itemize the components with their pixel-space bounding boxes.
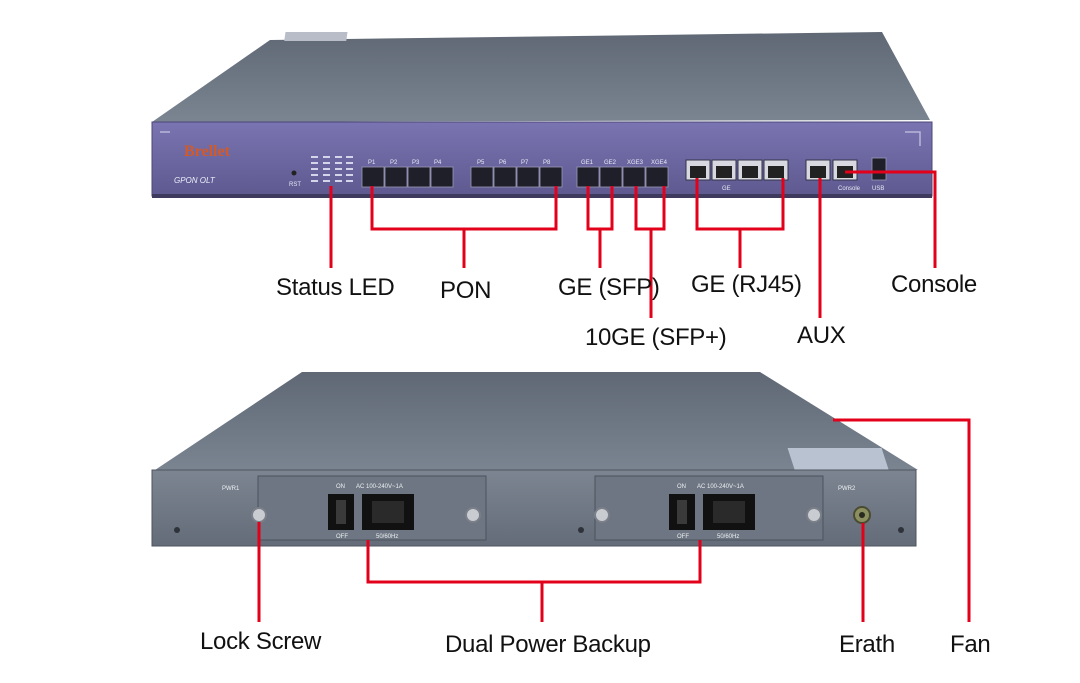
lock-screw[interactable] bbox=[465, 507, 481, 523]
callout-console: Console bbox=[891, 271, 977, 298]
pon-port-label: P5 bbox=[477, 160, 485, 166]
psu-module-2: ON OFF AC 100-240V~1A 50/60Hz bbox=[594, 475, 824, 541]
sfp-port-label: XGE4 bbox=[651, 160, 668, 166]
callout-aux: AUX bbox=[797, 322, 846, 349]
front-unit: Brellet GPON OLT RST P1 P2 P3 P4 P5 P6 P… bbox=[151, 32, 933, 198]
lock-screw[interactable] bbox=[806, 507, 822, 523]
frequency-label: 50/60Hz bbox=[376, 534, 398, 540]
sfp-port-label: GE1 bbox=[581, 160, 594, 166]
pon-port[interactable] bbox=[493, 166, 517, 188]
tenge-sfp-bracket bbox=[634, 186, 666, 318]
pwr2-label: PWR2 bbox=[838, 486, 856, 492]
callout-fan: Fan bbox=[950, 631, 991, 658]
rj45-label: GE bbox=[722, 186, 731, 192]
sfp-port-label: XGE3 bbox=[627, 160, 644, 166]
fan-line bbox=[833, 418, 971, 622]
ge-sfp-port[interactable] bbox=[576, 166, 600, 188]
reset-label: RST bbox=[289, 182, 301, 188]
pon-port-label: P6 bbox=[499, 160, 507, 166]
pon-port[interactable] bbox=[539, 166, 563, 188]
lock-screw[interactable] bbox=[251, 507, 267, 523]
pon-port-label: P8 bbox=[543, 160, 551, 166]
ge-sfp-bracket bbox=[586, 186, 614, 268]
pon-port[interactable] bbox=[470, 166, 494, 188]
pon-port-label: P2 bbox=[390, 160, 398, 166]
rear-unit: ON OFF AC 100-240V~1A 50/60Hz ON OFF AC … bbox=[151, 372, 918, 547]
brand-logo: Brellet bbox=[184, 143, 231, 160]
reset-button[interactable] bbox=[291, 170, 297, 176]
console-port-label: Console bbox=[838, 186, 861, 192]
pwr1-label: PWR1 bbox=[222, 486, 240, 492]
off-label: OFF bbox=[677, 534, 689, 540]
callout-dual-power: Dual Power Backup bbox=[445, 631, 651, 658]
front-chassis-top bbox=[152, 32, 930, 122]
off-label: OFF bbox=[336, 534, 348, 540]
rj45-ports bbox=[685, 159, 789, 181]
pon-bracket bbox=[370, 186, 558, 268]
rear-chassis-top bbox=[152, 372, 918, 472]
pon-port-label: P1 bbox=[368, 160, 376, 166]
model-name: GPON OLT bbox=[174, 176, 216, 185]
rating-label: AC 100-240V~1A bbox=[697, 484, 744, 490]
on-label: ON bbox=[677, 484, 686, 490]
dual-power-bracket bbox=[366, 540, 702, 622]
lock-screw[interactable] bbox=[594, 507, 610, 523]
sfp-ports bbox=[576, 166, 669, 188]
sfp-port-label: GE2 bbox=[604, 160, 617, 166]
console-line bbox=[845, 170, 937, 268]
callout-ge-sfp: GE (SFP) bbox=[558, 274, 660, 301]
pon-port[interactable] bbox=[430, 166, 454, 188]
status-led-panel bbox=[311, 156, 353, 182]
on-label: ON bbox=[336, 484, 345, 490]
pon-port-label: P7 bbox=[521, 160, 529, 166]
pon-ports bbox=[361, 166, 563, 188]
pon-port[interactable] bbox=[384, 166, 408, 188]
pon-port[interactable] bbox=[361, 166, 385, 188]
tenge-sfp-port[interactable] bbox=[622, 166, 646, 188]
callout-ge-rj45: GE (RJ45) bbox=[691, 271, 802, 298]
callout-lines bbox=[257, 170, 971, 622]
callout-erath: Erath bbox=[839, 631, 895, 658]
frequency-label: 50/60Hz bbox=[717, 534, 739, 540]
rear-label-sticker bbox=[787, 448, 889, 470]
psu-module-1: ON OFF AC 100-240V~1A 50/60Hz bbox=[251, 475, 487, 541]
ge-sfp-port[interactable] bbox=[599, 166, 623, 188]
usb-label: USB bbox=[872, 186, 884, 192]
usb-port[interactable] bbox=[871, 157, 887, 181]
callout-status-led: Status LED bbox=[276, 274, 395, 301]
pon-port[interactable] bbox=[516, 166, 540, 188]
callout-lock-screw: Lock Screw bbox=[200, 628, 322, 655]
ge-rj45-bracket bbox=[695, 178, 785, 268]
rating-label: AC 100-240V~1A bbox=[356, 484, 403, 490]
callout-pon: PON bbox=[440, 277, 492, 304]
pon-port-label: P4 bbox=[434, 160, 442, 166]
pon-port-label: P3 bbox=[412, 160, 420, 166]
pon-port[interactable] bbox=[407, 166, 431, 188]
callout-tenge-sfp: 10GE (SFP+) bbox=[585, 324, 727, 351]
tenge-sfp-port[interactable] bbox=[645, 166, 669, 188]
front-label-sticker bbox=[284, 32, 348, 41]
